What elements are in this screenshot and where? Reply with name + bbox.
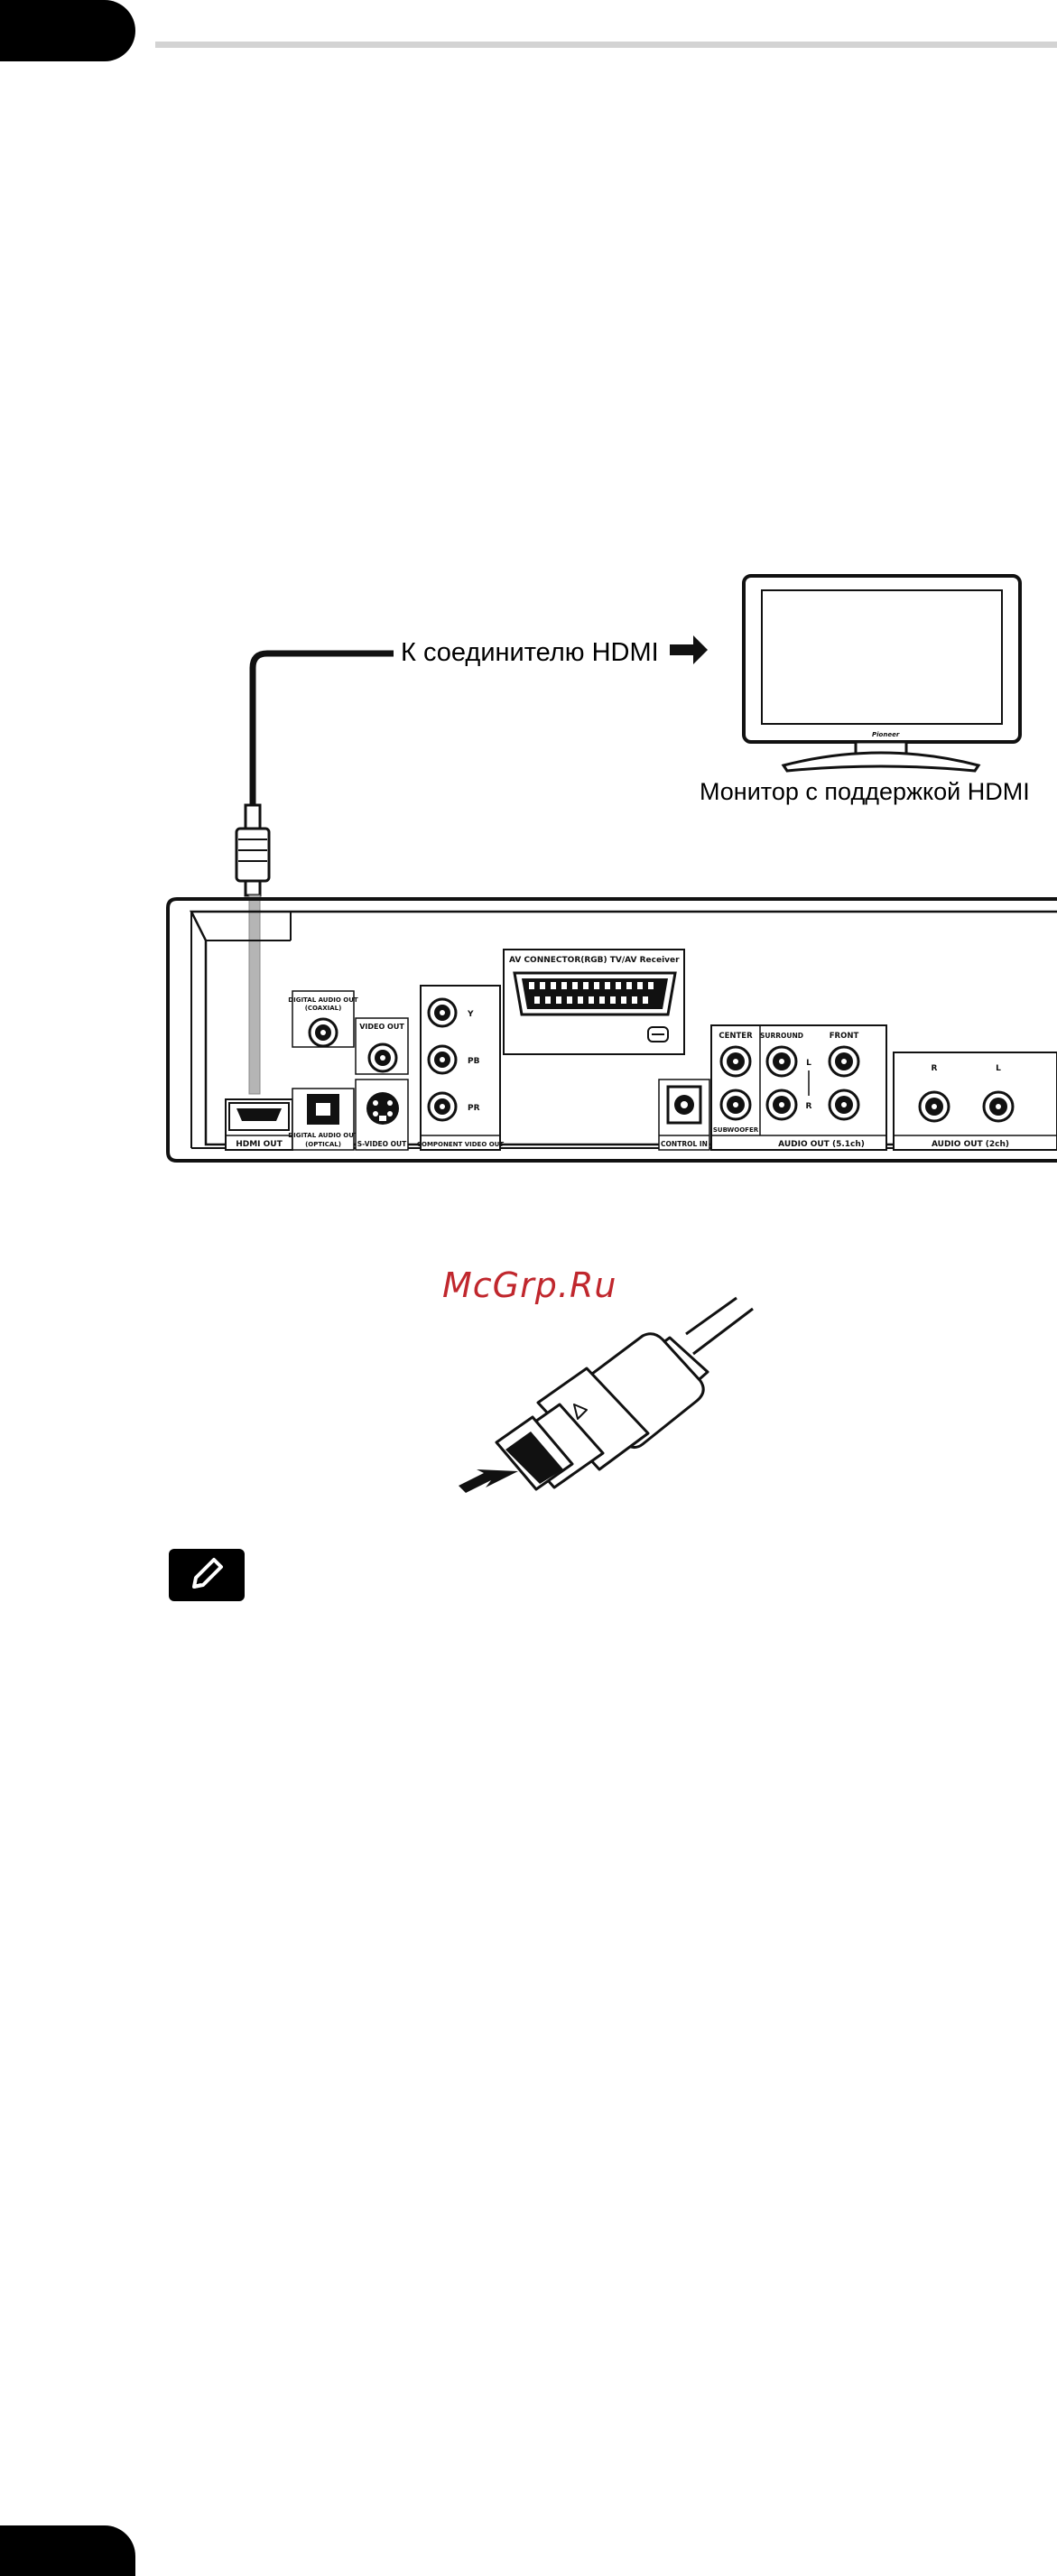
digital-coaxial-label-2: (COAXIAL)	[305, 1005, 342, 1012]
arrow-out-icon	[459, 1469, 518, 1493]
front-label: FRONT	[830, 1032, 859, 1041]
audio-out-2ch-label: AUDIO OUT (2ch)	[932, 1140, 1009, 1149]
arrow-right-icon	[670, 635, 708, 664]
hdmi-out-label: HDMI OUT	[236, 1140, 283, 1149]
audio-2ch-l-label: L	[996, 1064, 1001, 1073]
front-l-label: L	[806, 1059, 811, 1068]
s-video-out-port: S-VIDEO OUT	[356, 1080, 408, 1150]
control-in-port: CONTROL IN	[659, 1080, 709, 1150]
monitor-caption: Монитор с поддержкой HDMI	[700, 778, 1030, 805]
center-label: CENTER	[719, 1032, 753, 1041]
note-pencil-icon	[169, 1549, 245, 1601]
hdmi-out-port: HDMI OUT	[226, 1099, 292, 1150]
monitor: Pioneer	[744, 576, 1020, 771]
digital-coaxial-port: DIGITAL AUDIO OUT (COAXIAL)	[288, 991, 358, 1047]
audio-out-2ch: R L AUDIO OUT (2ch)	[894, 1052, 1057, 1150]
scart-connector: AV CONNECTOR(RGB) TV/AV Receiver	[504, 950, 684, 1054]
component-pb-label: PB	[468, 1057, 480, 1066]
front-r-label: R	[806, 1102, 812, 1111]
digital-optical-label-2: (OPTICAL)	[305, 1141, 341, 1148]
digital-optical-port: DIGITAL AUDIO OUT (OPTICAL)	[288, 1089, 358, 1150]
component-pr-label: PR	[468, 1104, 480, 1113]
component-y-label: Y	[467, 1010, 474, 1019]
component-video-out: Y PB PR COMPONENT VIDEO OUT	[417, 986, 504, 1150]
hdmi-plug-illustration	[496, 1298, 753, 1489]
audio-out-51-label: AUDIO OUT (5.1ch)	[778, 1140, 865, 1149]
hdmi-cable-lead	[249, 895, 260, 1094]
scart-label: AV CONNECTOR(RGB) TV/AV Receiver	[509, 956, 680, 965]
video-out-label: VIDEO OUT	[359, 1023, 404, 1031]
hdmi-cable	[253, 653, 394, 805]
video-out-port: VIDEO OUT	[356, 1018, 408, 1074]
hdmi-plug-top	[236, 805, 269, 895]
subwoofer-label: SUBWOOFER	[713, 1126, 759, 1134]
monitor-brand: Pioneer	[872, 731, 900, 738]
hdmi-connector-label: К соединителю HDMI	[401, 638, 659, 667]
watermark: McGrp.Ru	[442, 1265, 617, 1305]
audio-out-51: CENTER SURROUND FRONT L R SUBWOOFER AUDI…	[711, 1025, 886, 1150]
s-video-out-label: S-VIDEO OUT	[357, 1140, 407, 1148]
audio-2ch-r-label: R	[932, 1064, 938, 1073]
component-video-out-label: COMPONENT VIDEO OUT	[417, 1141, 504, 1148]
surround-label: SURROUND	[760, 1032, 803, 1040]
digital-coaxial-label-1: DIGITAL AUDIO OUT	[288, 996, 358, 1004]
control-in-label: CONTROL IN	[661, 1140, 708, 1148]
digital-optical-label-1: DIGITAL AUDIO OUT	[288, 1132, 358, 1139]
